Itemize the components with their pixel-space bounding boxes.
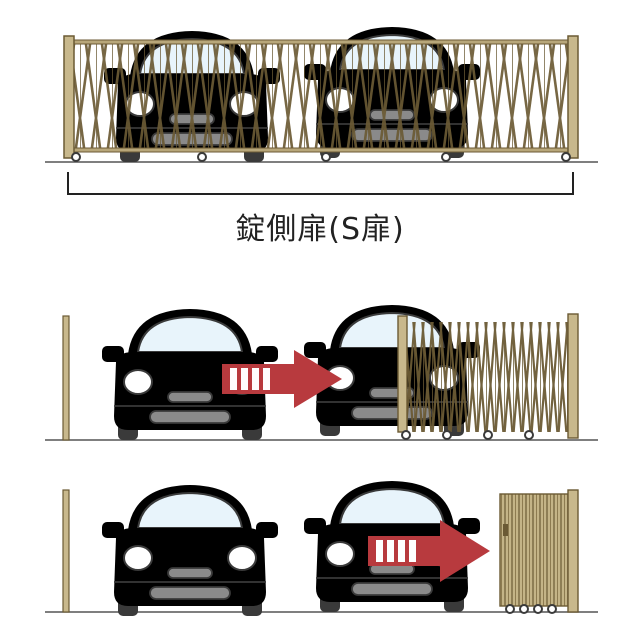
- span-bracket: [67, 172, 574, 195]
- gate-post-icon: [63, 35, 579, 159]
- scene-gate-closed: [45, 26, 598, 195]
- gate-post-icon: [62, 315, 70, 441]
- orange-car-icon: [101, 484, 279, 617]
- right-arrow-icon: [368, 520, 490, 582]
- right-arrow-icon: [222, 350, 342, 408]
- diagram-caption: 錠側扉(S扉): [235, 212, 405, 247]
- folding-gate-icon: [397, 313, 579, 439]
- gate-casters: [401, 430, 534, 440]
- gate-casters: [505, 604, 557, 614]
- gate-post-icon: [62, 489, 70, 613]
- scene-gate-fully-opened: [45, 480, 598, 617]
- scene-gate-partly-opened: [45, 304, 598, 441]
- folding-gate-icon: [71, 39, 569, 153]
- gate-casters: [71, 152, 571, 162]
- folding-gate-icon: [499, 489, 579, 613]
